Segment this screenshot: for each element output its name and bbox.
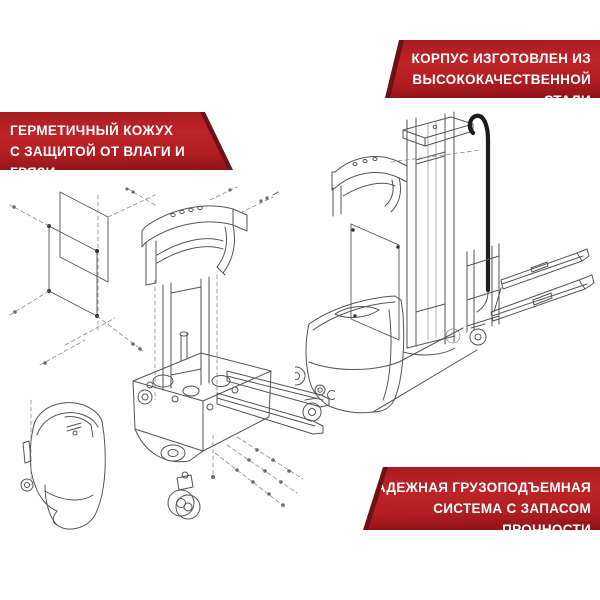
banner-lifting-system-line2: СИСТЕМА С ЗАПАСОМ ПРОЧНОСТИ [433,501,591,537]
banner-steel-body-line2: ВЫСОКОКАЧЕСТВЕННОЙ СТАЛИ [412,72,591,108]
exploded-stacker-drawing [9,186,335,530]
banner-sealed-casing-line1: ГЕРМЕТИЧНЫЙ КОЖУХ [10,123,174,138]
banner-steel-body-line1: КОРПУС ИЗГОТОВЛЕН ИЗ [411,51,591,66]
mesh-leader-lines [9,194,156,366]
load-backrest-crossbar [331,156,408,217]
banner-lifting-system-line1: НАДЕЖНАЯ ГРУЗОПОДЪЕМНАЯ [365,480,591,495]
banner-sealed-casing-face: ГЕРМЕТИЧНЫЙ КОЖУХ С ЗАЩИТОЙ ОТ ВЛАГИ И Г… [0,112,233,170]
tiller-handle [467,113,491,313]
fastener-callouts-bottom [211,434,304,508]
fastener-callouts-top [124,186,279,214]
banner-steel-body: КОРПУС ИЗГОТОВЛЕН ИЗ ВЫСОКОКАЧЕСТВЕННОЙ … [385,40,600,98]
fork-carriage [445,243,500,346]
mast [390,111,482,349]
assembled-stacker-drawing [295,111,595,422]
cover-shell [20,399,106,530]
mesh-guard-panel [47,191,109,331]
mesh-panel [350,223,400,341]
load-backrest-crossbar [141,205,248,286]
banner-sealed-casing-line2: С ЗАЩИТОЙ ОТ ВЛАГИ И ГРЯЗИ [10,144,185,180]
banner-steel-body-face: КОРПУС ИЗГОТОВЛЕН ИЗ ВЫСОКОКАЧЕСТВЕННОЙ … [390,40,600,98]
banner-lifting-system-face: НАДЕЖНАЯ ГРУЗОПОДЪЕМНАЯ СИСТЕМА С ЗАПАСО… [365,467,600,530]
banner-sealed-casing: ГЕРМЕТИЧНЫЙ КОЖУХ С ЗАЩИТОЙ ОТ ВЛАГИ И Г… [0,112,233,170]
banner-lifting-system: НАДЕЖНАЯ ГРУЗОПОДЪЕМНАЯ СИСТЕМА С ЗАПАСО… [363,467,600,530]
caster-wheel [167,471,201,520]
chassis-base [132,331,272,463]
forks [490,248,595,322]
mast-rails [154,274,218,401]
base-frame [372,327,478,413]
chassis-cover [295,295,405,422]
